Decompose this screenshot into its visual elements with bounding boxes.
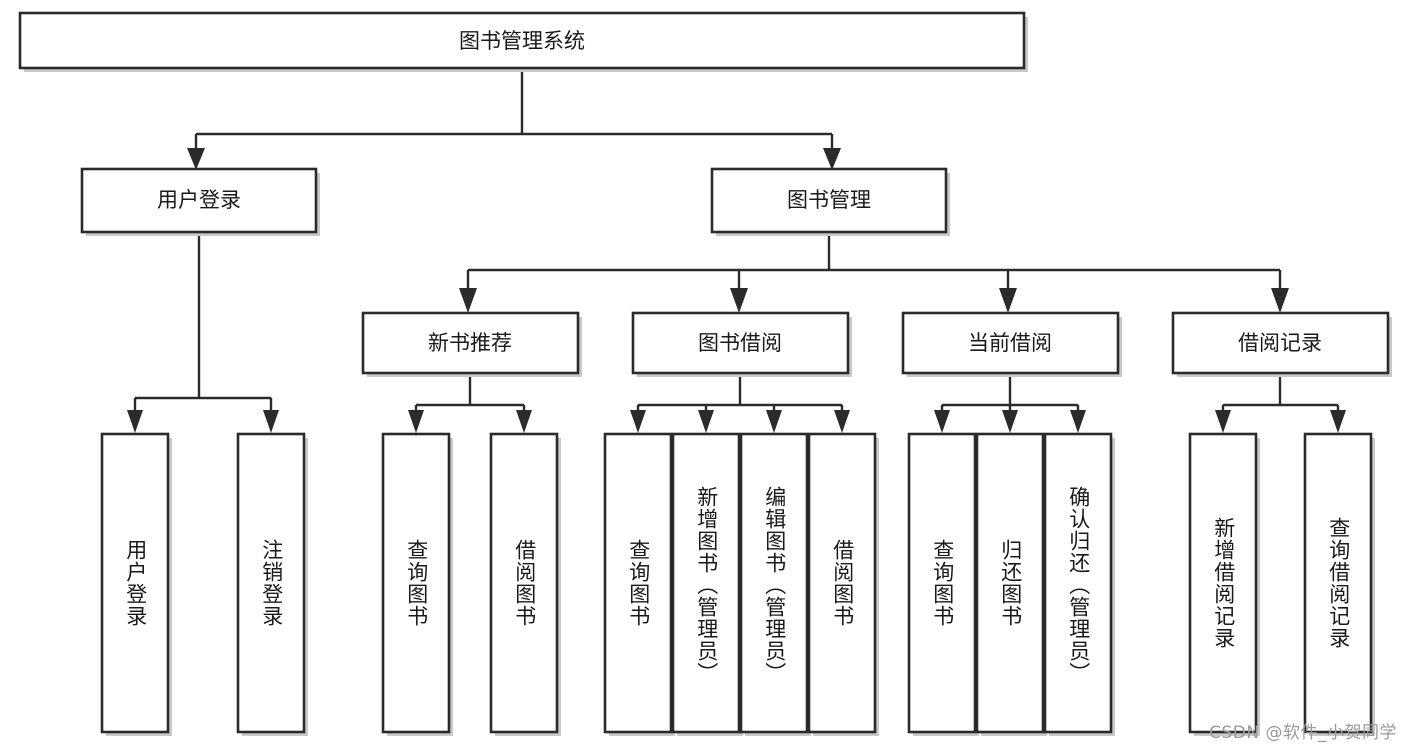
node-leaf-current-borrow-3[interactable] — [1043, 432, 1113, 734]
arrow-leaf-current-borrow-1 — [934, 410, 950, 433]
csdn-watermark: CSDN @软件_小贺同学 — [1209, 723, 1397, 743]
arrow-current-borrow — [999, 288, 1017, 313]
edges-layer — [127, 68, 1346, 433]
arrow-leaf-book-borrow-3 — [766, 410, 782, 433]
node-current-borrow-label: 当前借阅 — [968, 331, 1052, 355]
node-leaf-book-borrow-1[interactable] — [603, 432, 673, 734]
arrow-leaf-new-book-2 — [516, 410, 532, 433]
node-user-login[interactable] — [80, 167, 318, 234]
node-leaf-borrow-record-1[interactable] — [1188, 432, 1258, 734]
node-user-login-label: 用户登录 — [157, 188, 241, 212]
arrow-leaf-book-borrow-2 — [698, 410, 714, 433]
node-leaf-book-borrow-4[interactable] — [807, 432, 877, 734]
node-leaf-book-borrow-2[interactable] — [671, 432, 741, 734]
arrow-leaf-new-book-1 — [408, 410, 424, 433]
node-leaf-user-login-2[interactable] — [236, 432, 306, 734]
arrow-leaf-book-borrow-1 — [630, 410, 646, 433]
arrow-borrow-record — [1271, 288, 1289, 313]
arrow-leaf-book-borrow-4 — [834, 410, 850, 433]
arrow-new-book — [459, 288, 477, 313]
horizontal-labels-layer: 图书管理系统 用户登录 图书管理 新书推荐 图书借阅 当前借阅 借阅记录 — [157, 29, 1322, 355]
arrow-leaf-user-login-2 — [263, 410, 279, 433]
arrow-user-login — [187, 148, 205, 170]
arrow-book-borrow — [730, 288, 748, 313]
arrow-leaf-borrow-record-1 — [1215, 410, 1231, 433]
arrow-leaf-current-borrow-3 — [1070, 410, 1086, 433]
node-leaf-new-book-1[interactable] — [381, 432, 451, 734]
node-book-borrow-label: 图书借阅 — [698, 331, 782, 355]
node-root[interactable] — [18, 11, 1026, 70]
arrow-leaf-borrow-record-2 — [1330, 410, 1346, 433]
node-leaf-book-borrow-3[interactable] — [739, 432, 809, 734]
nodes-layer — [18, 11, 1392, 736]
node-new-book[interactable] — [361, 311, 580, 375]
node-leaf-current-borrow-1[interactable] — [907, 432, 977, 734]
node-root-label: 图书管理系统 — [459, 29, 585, 53]
node-new-book-label: 新书推荐 — [428, 331, 512, 355]
arrow-leaf-user-login-1 — [127, 410, 143, 433]
node-borrow-record[interactable] — [1171, 311, 1390, 375]
node-leaf-borrow-record-2[interactable] — [1303, 432, 1373, 734]
node-current-borrow[interactable] — [901, 311, 1120, 375]
node-borrow-record-label: 借阅记录 — [1238, 331, 1322, 355]
node-book-manage[interactable] — [710, 167, 948, 234]
node-leaf-current-borrow-2[interactable] — [975, 432, 1045, 734]
node-leaf-user-login-1[interactable] — [100, 432, 170, 734]
arrow-leaf-current-borrow-2 — [1002, 410, 1018, 433]
node-book-manage-label: 图书管理 — [787, 188, 871, 212]
node-leaf-new-book-2[interactable] — [489, 432, 559, 734]
arrow-book-manage — [823, 148, 841, 170]
node-book-borrow[interactable] — [631, 311, 850, 375]
